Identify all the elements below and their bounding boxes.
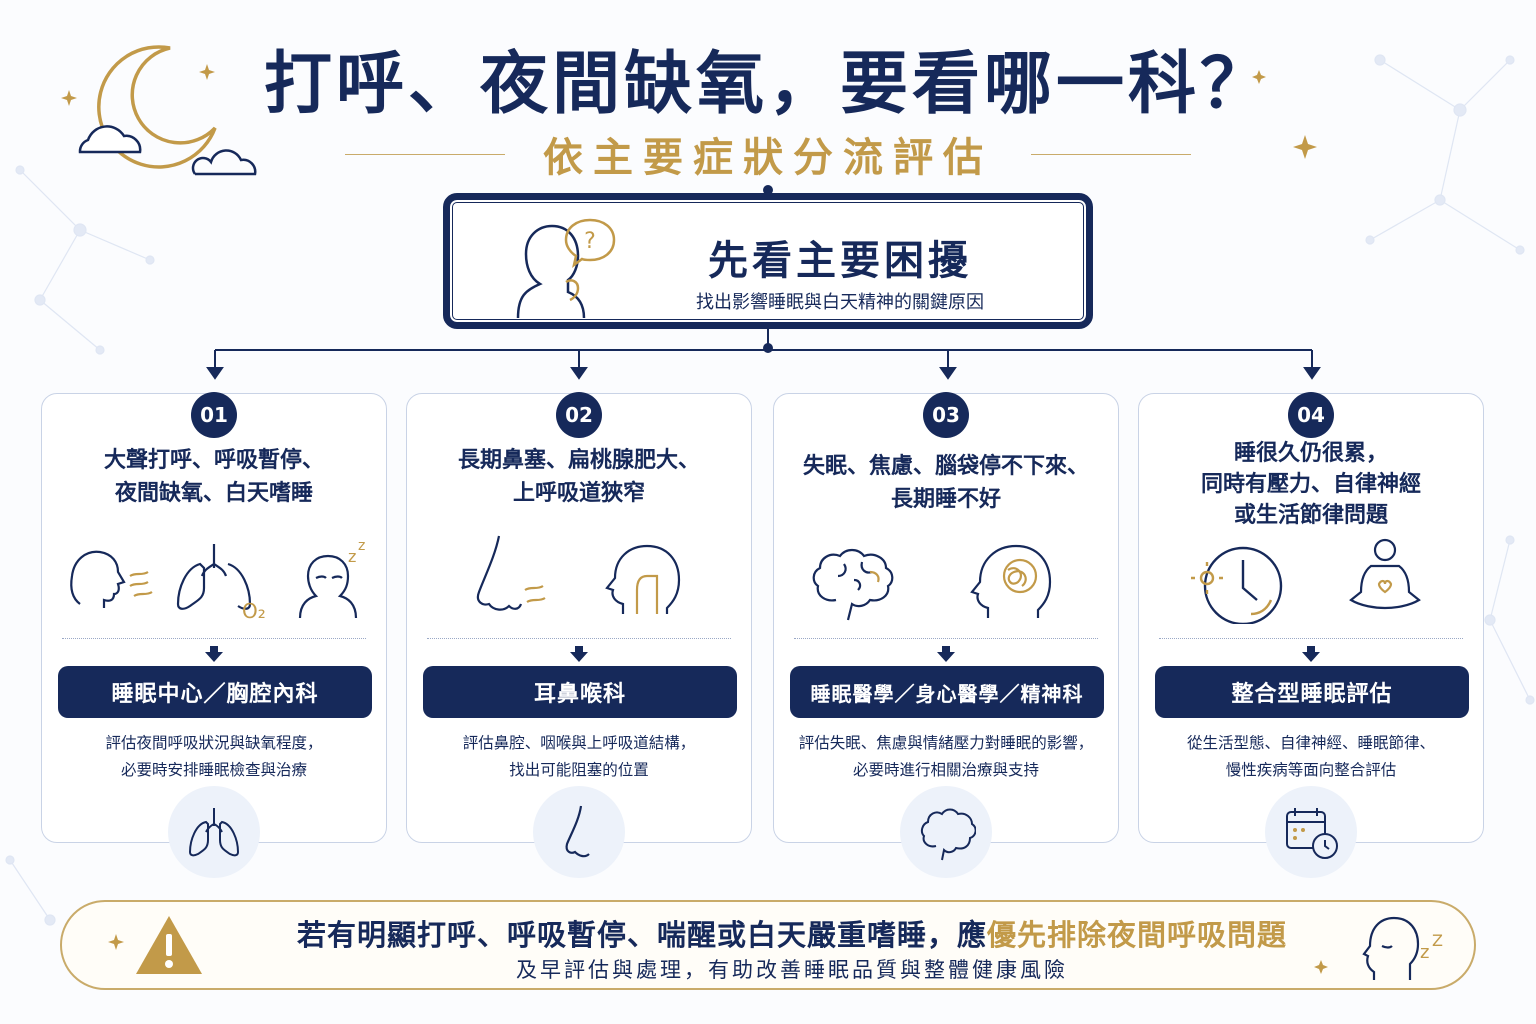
sleepy-person-icon: z z (298, 538, 365, 619)
description-line: 評估鼻腔、咽喉與上呼吸道結構， (462, 734, 696, 752)
description-line: 必要時安排睡眠檢查與治療 (120, 761, 307, 779)
calendar-clock-icon (1286, 808, 1338, 859)
symptom-line: 或生活節律問題 (1233, 502, 1388, 528)
description-line: 找出可能阻塞的位置 (509, 761, 649, 779)
lungs-icon (188, 808, 240, 857)
department-label: 耳鼻喉科 (423, 666, 737, 718)
svg-text:z: z (358, 538, 365, 554)
down-arrow-icon (937, 646, 955, 662)
bottom-icon-circle (168, 786, 260, 878)
lungs-o2-icon: O₂ (176, 544, 266, 623)
moon-clouds-icon (61, 45, 257, 176)
card-icon-group (1191, 538, 1421, 626)
card-symptoms: 長期鼻塞、扁桃腺肥大、 上呼吸道狹窄 (417, 444, 741, 510)
svg-text:Z: Z (1432, 931, 1443, 950)
dotted-divider (794, 638, 1098, 639)
warning-icon (136, 916, 202, 974)
airway-head-icon (605, 544, 681, 614)
department-label: 睡眠醫學／身心醫學／精神科 (790, 666, 1104, 718)
main-box-subtitle: 找出影響睡眠與白天精神的關鍵原因 (696, 292, 984, 313)
description-line: 必要時進行相關治療與支持 (852, 761, 1039, 779)
description-line: 評估失眠、焦慮與情緒壓力對睡眠的影響， (798, 734, 1094, 752)
card-symptoms: 睡很久仍很累， 同時有壓力、自律神經 或生活節律問題 (1149, 438, 1473, 531)
meditation-heart-icon (1349, 538, 1421, 610)
card-04: 04 睡很久仍很累， 同時有壓力、自律神經 或生活節律問題 整合型睡眠評估 從生… (1138, 392, 1484, 878)
symptom-line: 同時有壓力、自律神經 (1200, 471, 1421, 497)
card-number-badge: 04 (1288, 392, 1334, 438)
bottom-icon-circle (533, 786, 625, 878)
dotted-divider (62, 638, 366, 639)
page-title: 打呼、夜間缺氧，要看哪一科？ (263, 44, 1272, 124)
department-label: 整合型睡眠評估 (1155, 666, 1469, 718)
description-line: 慢性疾病等面向整合評估 (1225, 761, 1397, 779)
subtitle-row: 依主要症狀分流評估 (0, 126, 1536, 182)
symptom-line: 長期鼻塞、扁桃腺肥大、 (457, 447, 700, 473)
dotted-divider (1159, 638, 1463, 639)
sleeping-head-icon: z Z (1362, 916, 1443, 980)
symptom-line: 睡很久仍很累， (1233, 440, 1388, 466)
card-number-badge: 03 (923, 392, 969, 438)
thinking-person-question-icon: ? (516, 218, 616, 319)
nose-airflow-icon (476, 535, 546, 611)
department-label: 睡眠中心／胸腔內科 (58, 666, 372, 718)
down-arrow-icon (1302, 646, 1320, 662)
card-number-badge: 02 (556, 392, 602, 438)
description-line: 評估夜間呼吸狀況與缺氧程度， (105, 734, 323, 752)
clock-cycle-icon (1191, 546, 1283, 626)
symptom-line: 失眠、焦慮、腦袋停不下來、 (802, 453, 1089, 479)
divider-left (345, 153, 505, 155)
svg-text:?: ? (584, 229, 596, 254)
description-line: 從生活型態、自律神經、睡眠節律、 (1186, 734, 1435, 752)
symptom-line: 上呼吸道狹窄 (512, 480, 645, 506)
bottom-notice: 若有明顯打呼、呼吸暫停、喘醒或白天嚴重嗜睡，應優先排除夜間呼吸問題 及早評估與處… (60, 900, 1476, 990)
notice-highlight-text: 優先排除夜間呼吸問題 (987, 918, 1288, 952)
symptom-line: 大聲打呼、呼吸暫停、 (103, 447, 324, 473)
card-icons (407, 534, 751, 624)
card-02: 02 長期鼻塞、扁桃腺肥大、 上呼吸道狹窄 耳鼻喉科 評估鼻腔、咽喉與上呼吸道結… (406, 392, 752, 878)
card-description: 從生活型態、自律神經、睡眠節律、 慢性疾病等面向整合評估 (1147, 730, 1475, 784)
card-description: 評估鼻腔、咽喉與上呼吸道結構， 找出可能阻塞的位置 (415, 730, 743, 784)
card-icon-group (812, 544, 1052, 621)
svg-text:z: z (1420, 942, 1429, 963)
sparkle-icon (1314, 960, 1328, 974)
main-question-box: ? 先看主要困擾 找出影響睡眠與白天精神的關鍵原因 (443, 193, 1093, 329)
svg-text:z: z (348, 547, 356, 566)
notice-main-text: 若有明顯打呼、呼吸暫停、喘醒或白天嚴重嗜睡，應 (296, 918, 987, 952)
card-icons (1139, 534, 1483, 626)
card-icon-group (476, 535, 681, 614)
notice-sub-line: 及早評估與處理，有助改善睡眠品質與整體健康風險 (516, 958, 1068, 982)
nose-icon (565, 805, 590, 858)
dotted-divider (427, 638, 731, 639)
down-arrow-icon (570, 646, 588, 662)
main-box-title: 先看主要困擾 (708, 237, 972, 284)
page-subtitle: 依主要症狀分流評估 (543, 134, 993, 181)
sparkle-icon (1252, 70, 1266, 84)
divider-right (1031, 153, 1191, 155)
down-arrow-icon (205, 646, 223, 662)
card-01: 01 大聲打呼、呼吸暫停、 夜間缺氧、白天嗜睡 O₂ z z 睡眠 (41, 392, 387, 878)
card-description: 評估失眠、焦慮與情緒壓力對睡眠的影響， 必要時進行相關治療與支持 (782, 730, 1110, 784)
card-number-badge: 01 (191, 392, 237, 438)
card-icons (774, 534, 1118, 624)
snoring-head-icon (70, 550, 153, 608)
card-description: 評估夜間呼吸狀況與缺氧程度， 必要時安排睡眠檢查與治療 (50, 730, 378, 784)
sparkle-icon (1293, 135, 1317, 159)
brain-icon (920, 808, 976, 861)
card-symptoms: 失眠、焦慮、腦袋停不下來、 長期睡不好 (784, 450, 1108, 516)
symptom-line: 夜間缺氧、白天嗜睡 (114, 480, 313, 506)
notice-main-line: 若有明顯打呼、呼吸暫停、喘醒或白天嚴重嗜睡，應優先排除夜間呼吸問題 (222, 912, 1362, 954)
symptom-line: 長期睡不好 (890, 486, 1001, 512)
sparkle-icon (108, 934, 124, 950)
bottom-icon-circle (1265, 786, 1357, 878)
tangled-mind-head-icon (970, 544, 1052, 618)
card-icons: O₂ z z (42, 534, 386, 624)
brain-icon (812, 548, 894, 621)
card-icon-group: O₂ z z (70, 538, 365, 623)
o2-label: O₂ (242, 599, 266, 623)
card-03: 03 失眠、焦慮、腦袋停不下來、 長期睡不好 睡眠醫學／身心醫學／精神科 評估失… (773, 392, 1119, 878)
card-symptoms: 大聲打呼、呼吸暫停、 夜間缺氧、白天嗜睡 (52, 444, 376, 510)
bottom-icon-circle (900, 786, 992, 878)
